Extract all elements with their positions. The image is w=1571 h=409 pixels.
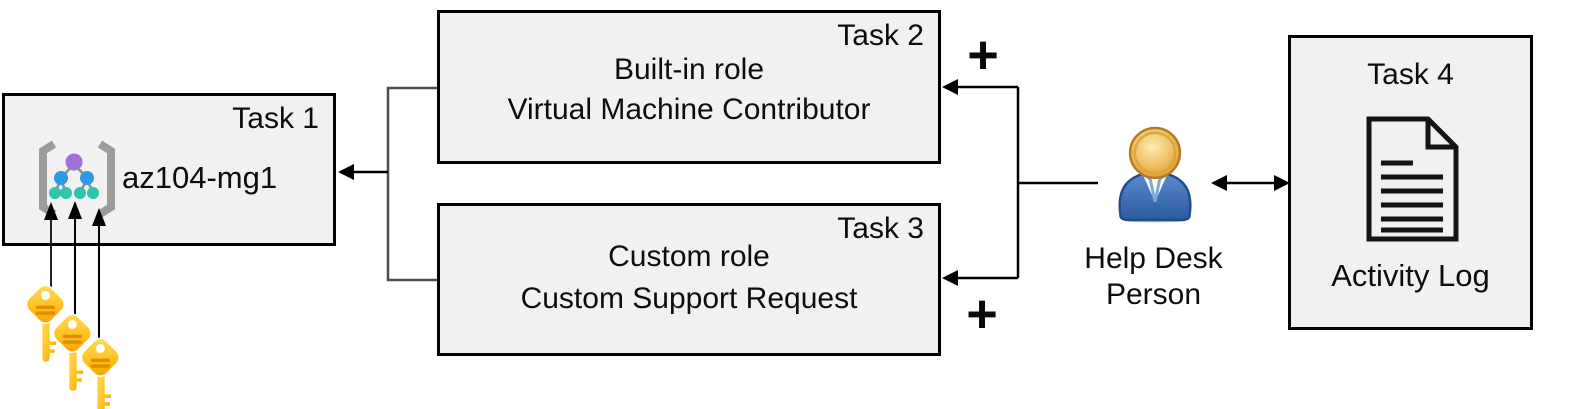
task2-role-type: Built-in role <box>613 53 765 86</box>
person-label-line2: Person <box>1105 278 1202 311</box>
task4-box: Task 4 Activity Log <box>1288 35 1533 330</box>
key-icon-3 <box>78 335 124 409</box>
task2-box: Task 2 Built-in role Virtual Machine Con… <box>437 10 941 164</box>
management-group-icon <box>39 140 115 218</box>
person-icon <box>1118 126 1192 223</box>
task4-badge: Task 4 <box>1367 58 1454 91</box>
arrow-to-task1 <box>338 164 388 180</box>
task3-role-name: Custom Support Request <box>520 282 858 315</box>
key-arrows <box>44 201 106 352</box>
task1-badge: Task 1 <box>232 102 319 135</box>
person-label-line1: Help Desk <box>1084 242 1223 275</box>
double-arrow-person-task4 <box>1211 175 1290 191</box>
right-connector <box>942 79 1098 286</box>
left-bracket-connector <box>386 86 437 282</box>
task4-label: Activity Log <box>1331 258 1490 293</box>
task3-box: Task 3 Custom role Custom Support Reques… <box>437 203 941 356</box>
task3-role-type: Custom role <box>608 240 770 273</box>
person-label: Help Desk Person <box>1056 241 1251 313</box>
plus-icon-bottom: + <box>966 284 998 344</box>
task1-box: Task 1 <box>2 93 336 246</box>
task1-label: az104-mg1 <box>122 160 278 195</box>
plus-icon-top: + <box>967 25 999 85</box>
task3-badge: Task 3 <box>837 212 924 245</box>
document-icon <box>1366 116 1459 242</box>
task2-badge: Task 2 <box>837 19 924 52</box>
task2-role-name: Virtual Machine Contributor <box>507 93 871 126</box>
